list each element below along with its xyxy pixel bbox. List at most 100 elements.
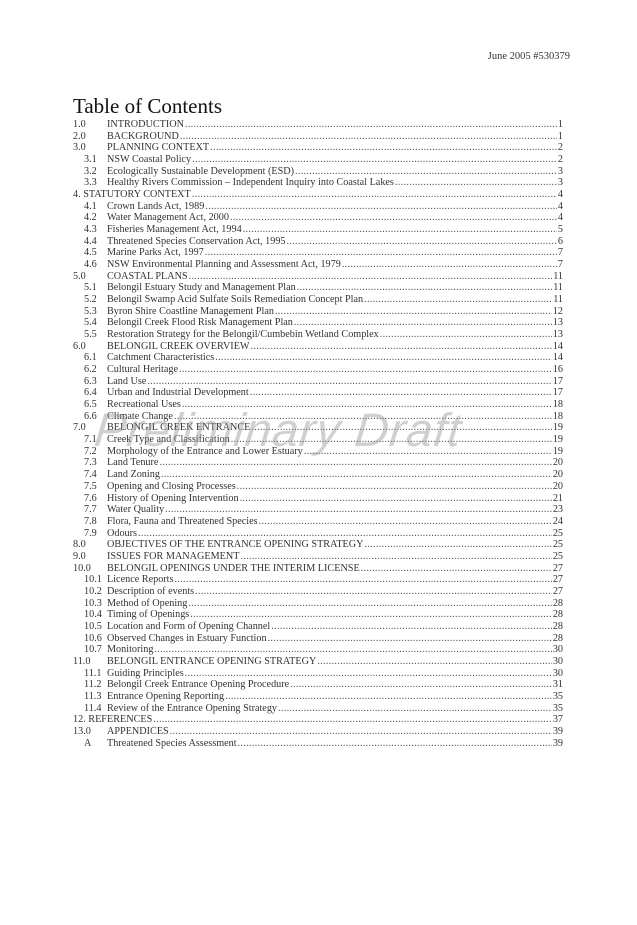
toc-entry-title: Belongil Creek Entrance Opening Procedur…	[107, 679, 290, 691]
toc-entry[interactable]: 4. STATUTORY CONTEXT4	[73, 189, 563, 201]
toc-entry-number: 7.6	[84, 492, 97, 504]
toc-entry-title: APPENDICES	[107, 725, 169, 737]
toc-entry-number: 7.7	[84, 504, 97, 516]
dot-leader	[251, 422, 551, 434]
toc-entry[interactable]: 4.6 NSW Environmental Planning and Assess…	[73, 259, 563, 271]
toc-entry-page: 4	[557, 200, 563, 212]
toc-entry-number: 4.1	[84, 200, 97, 212]
dot-leader	[215, 352, 552, 364]
dot-leader	[189, 271, 553, 283]
toc-entry-title: Urban and Industrial Development	[107, 387, 249, 399]
toc-entry-title: Byron Shire Coastline Management Plan	[107, 305, 274, 317]
toc-entry-number: 4.6	[84, 259, 97, 271]
toc-entry-title: Flora, Fauna and Threatened Species	[107, 515, 258, 527]
dot-leader	[259, 516, 552, 528]
dot-leader	[304, 446, 552, 458]
toc-entry-title: Cultural Heritage	[107, 364, 179, 376]
dot-leader	[192, 189, 557, 201]
toc-entry-page: 31	[552, 679, 563, 691]
dot-leader	[364, 294, 552, 306]
toc-entry-title: Licence Reports	[107, 574, 174, 586]
toc-entry[interactable]: 2.0BACKGROUND1	[73, 131, 563, 143]
toc-entry-title: NSW Environmental Planning and Assessmen…	[107, 259, 341, 271]
toc-entry[interactable]: 12. REFERENCES37	[73, 714, 563, 726]
toc-entry[interactable]: 7.9Odours25	[73, 528, 563, 540]
toc-entry-title: 12. REFERENCES	[73, 714, 153, 726]
toc-entry-title: Review of the Entrance Opening Strategy	[107, 702, 278, 714]
toc-entry-page: 19	[552, 422, 563, 434]
toc-entry-title: 4. STATUTORY CONTEXT	[73, 189, 191, 201]
dot-leader	[287, 236, 557, 248]
toc-entry-number: 4.5	[84, 247, 97, 259]
dot-leader	[185, 119, 557, 131]
dot-leader	[185, 668, 552, 680]
toc-entry-title: Description of events	[107, 585, 195, 597]
toc-entry-title: PLANNING CONTEXT	[107, 142, 210, 154]
dot-leader	[268, 633, 552, 645]
toc-entry-page: 35	[552, 690, 563, 702]
toc-entry[interactable]: 10.7Monitoring30	[73, 644, 563, 656]
toc-entry-number: 7.3	[84, 457, 97, 469]
toc-entry-title: Location and Form of Opening Channel	[107, 620, 271, 632]
toc-entry-number: 7.2	[84, 445, 97, 457]
toc-entry-page: 4	[557, 212, 563, 224]
dot-leader	[192, 154, 557, 166]
toc-entry-number: 8.0	[73, 539, 86, 551]
dot-leader	[180, 131, 557, 143]
toc-entry-title: Belongil Creek Flood Risk Management Pla…	[107, 317, 293, 329]
toc-entry[interactable]: 13.0APPENDICES39	[73, 726, 563, 738]
toc-entry[interactable]: 1.0INTRODUCTION1	[73, 119, 563, 131]
dot-leader	[230, 212, 557, 224]
toc-entry-title: BELONGIL CREEK OVERVIEW	[107, 340, 250, 352]
toc-entry-title: BACKGROUND	[107, 130, 179, 142]
dot-leader	[147, 376, 551, 388]
toc-entry-number: 1.0	[73, 119, 86, 130]
